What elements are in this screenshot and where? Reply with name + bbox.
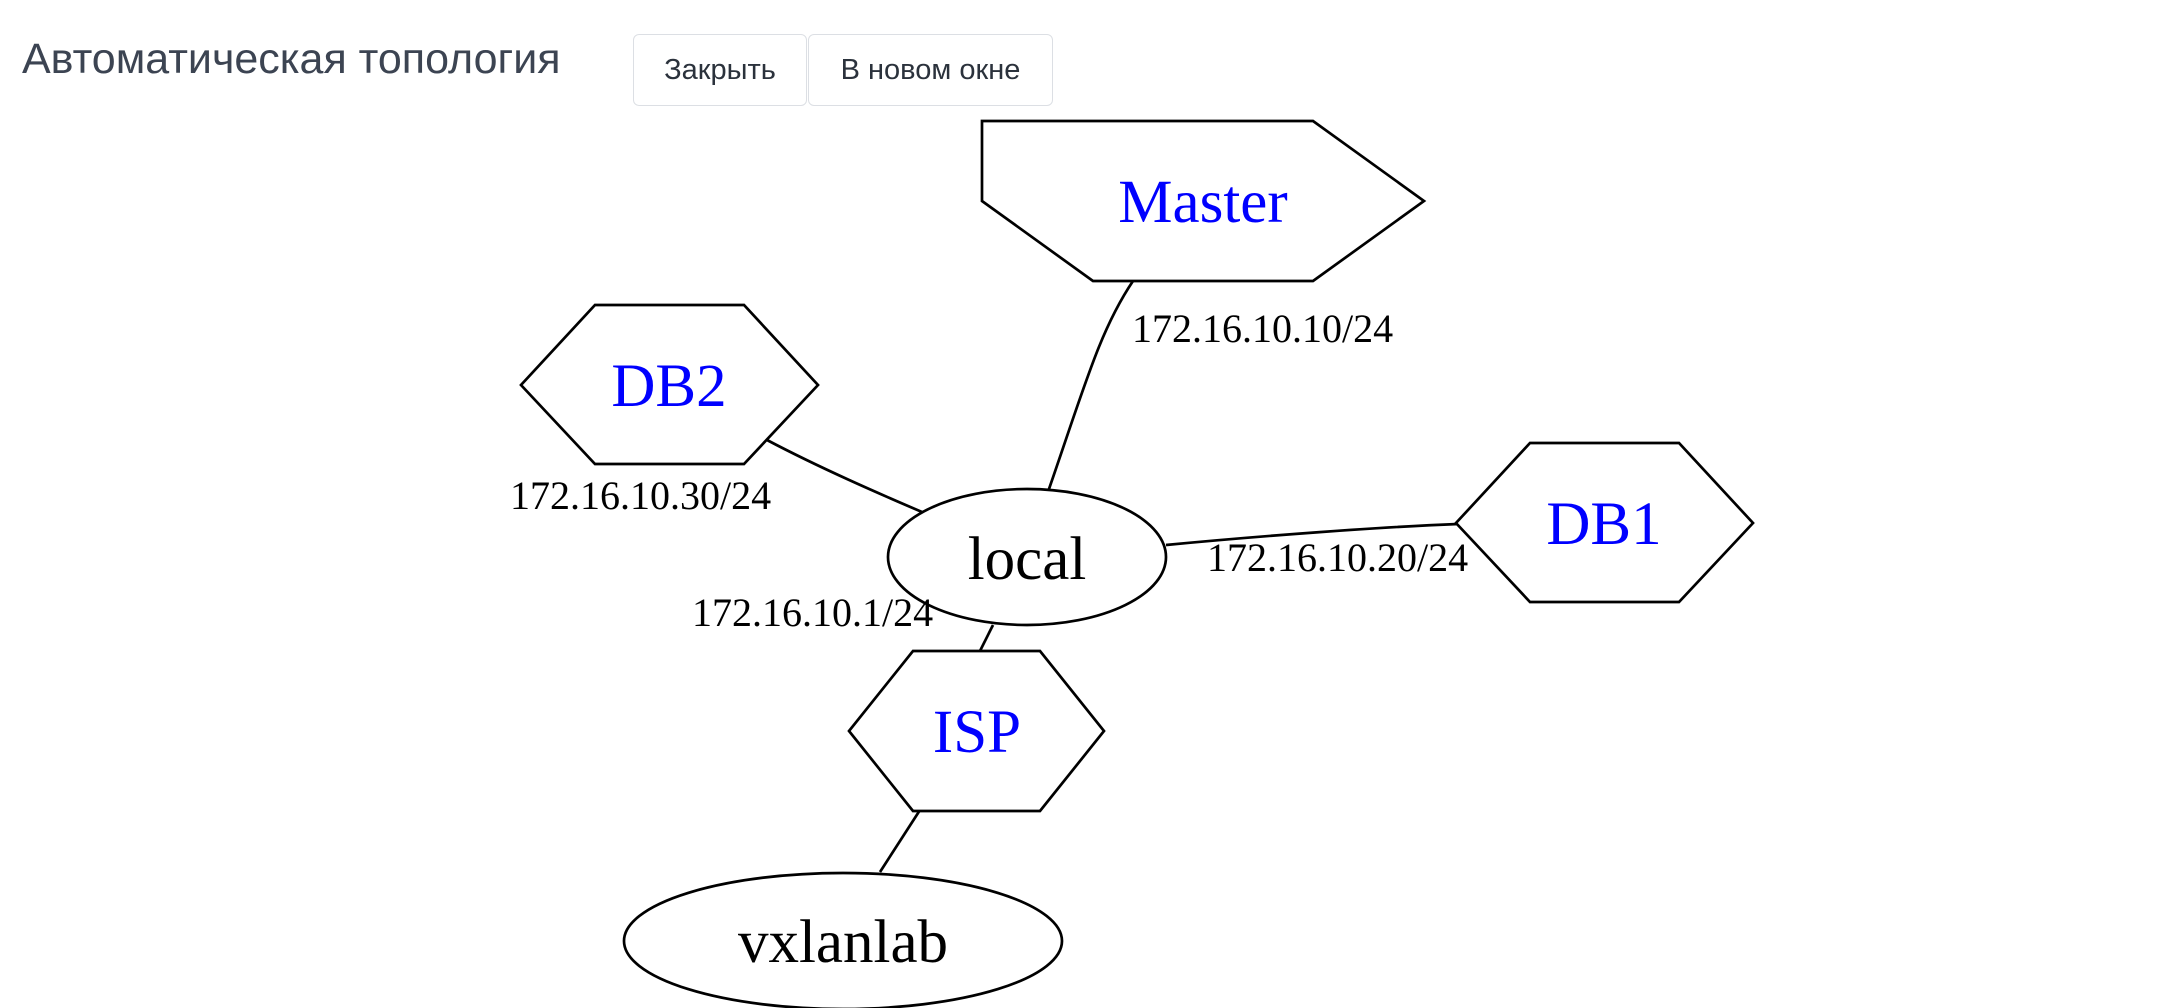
- node-isp-label[interactable]: ISP: [933, 699, 1021, 766]
- node-master-shape: [980, 119, 1427, 283]
- node-local-shape: [886, 487, 1168, 627]
- open-in-new-window-button[interactable]: В новом окне: [808, 34, 1053, 106]
- edge-db1-local: [1165, 522, 1459, 547]
- edge-label-db2: 172.16.10.30/24: [510, 473, 771, 518]
- close-button[interactable]: Закрыть: [633, 34, 807, 106]
- edge-label-isp: 172.16.10.1/24: [692, 590, 933, 635]
- node-vxlanlab-shape: [622, 871, 1064, 1008]
- edge-master-local: [1047, 280, 1135, 490]
- edge-isp-local: [978, 624, 995, 652]
- node-isp[interactable]: ISP: [847, 649, 1106, 813]
- page-title: Автоматическая топология: [22, 35, 561, 83]
- node-master[interactable]: Master: [980, 119, 1427, 283]
- edge-db2-local: [766, 438, 923, 514]
- node-db2[interactable]: DB2: [519, 303, 820, 466]
- edge-label-db1: 172.16.10.20/24: [1207, 535, 1468, 580]
- node-local: local: [886, 487, 1168, 627]
- node-db1-shape: [1454, 441, 1755, 604]
- node-vxlanlab-label: vxlanlab: [738, 909, 948, 976]
- node-db1-label[interactable]: DB1: [1546, 491, 1661, 558]
- edge-isp-vxlanlab: [878, 809, 922, 873]
- edge-label-master: 172.16.10.10/24: [1132, 306, 1393, 351]
- node-db1[interactable]: DB1: [1454, 441, 1755, 604]
- node-local-label: local: [968, 526, 1087, 593]
- toolbar: Автоматическая топология Закрыть В новом…: [0, 0, 2163, 110]
- node-vxlanlab: vxlanlab: [622, 871, 1064, 1008]
- node-isp-shape: [847, 649, 1106, 813]
- node-db2-shape: [519, 303, 820, 466]
- node-master-label[interactable]: Master: [1118, 169, 1287, 236]
- node-db2-label[interactable]: DB2: [611, 353, 726, 420]
